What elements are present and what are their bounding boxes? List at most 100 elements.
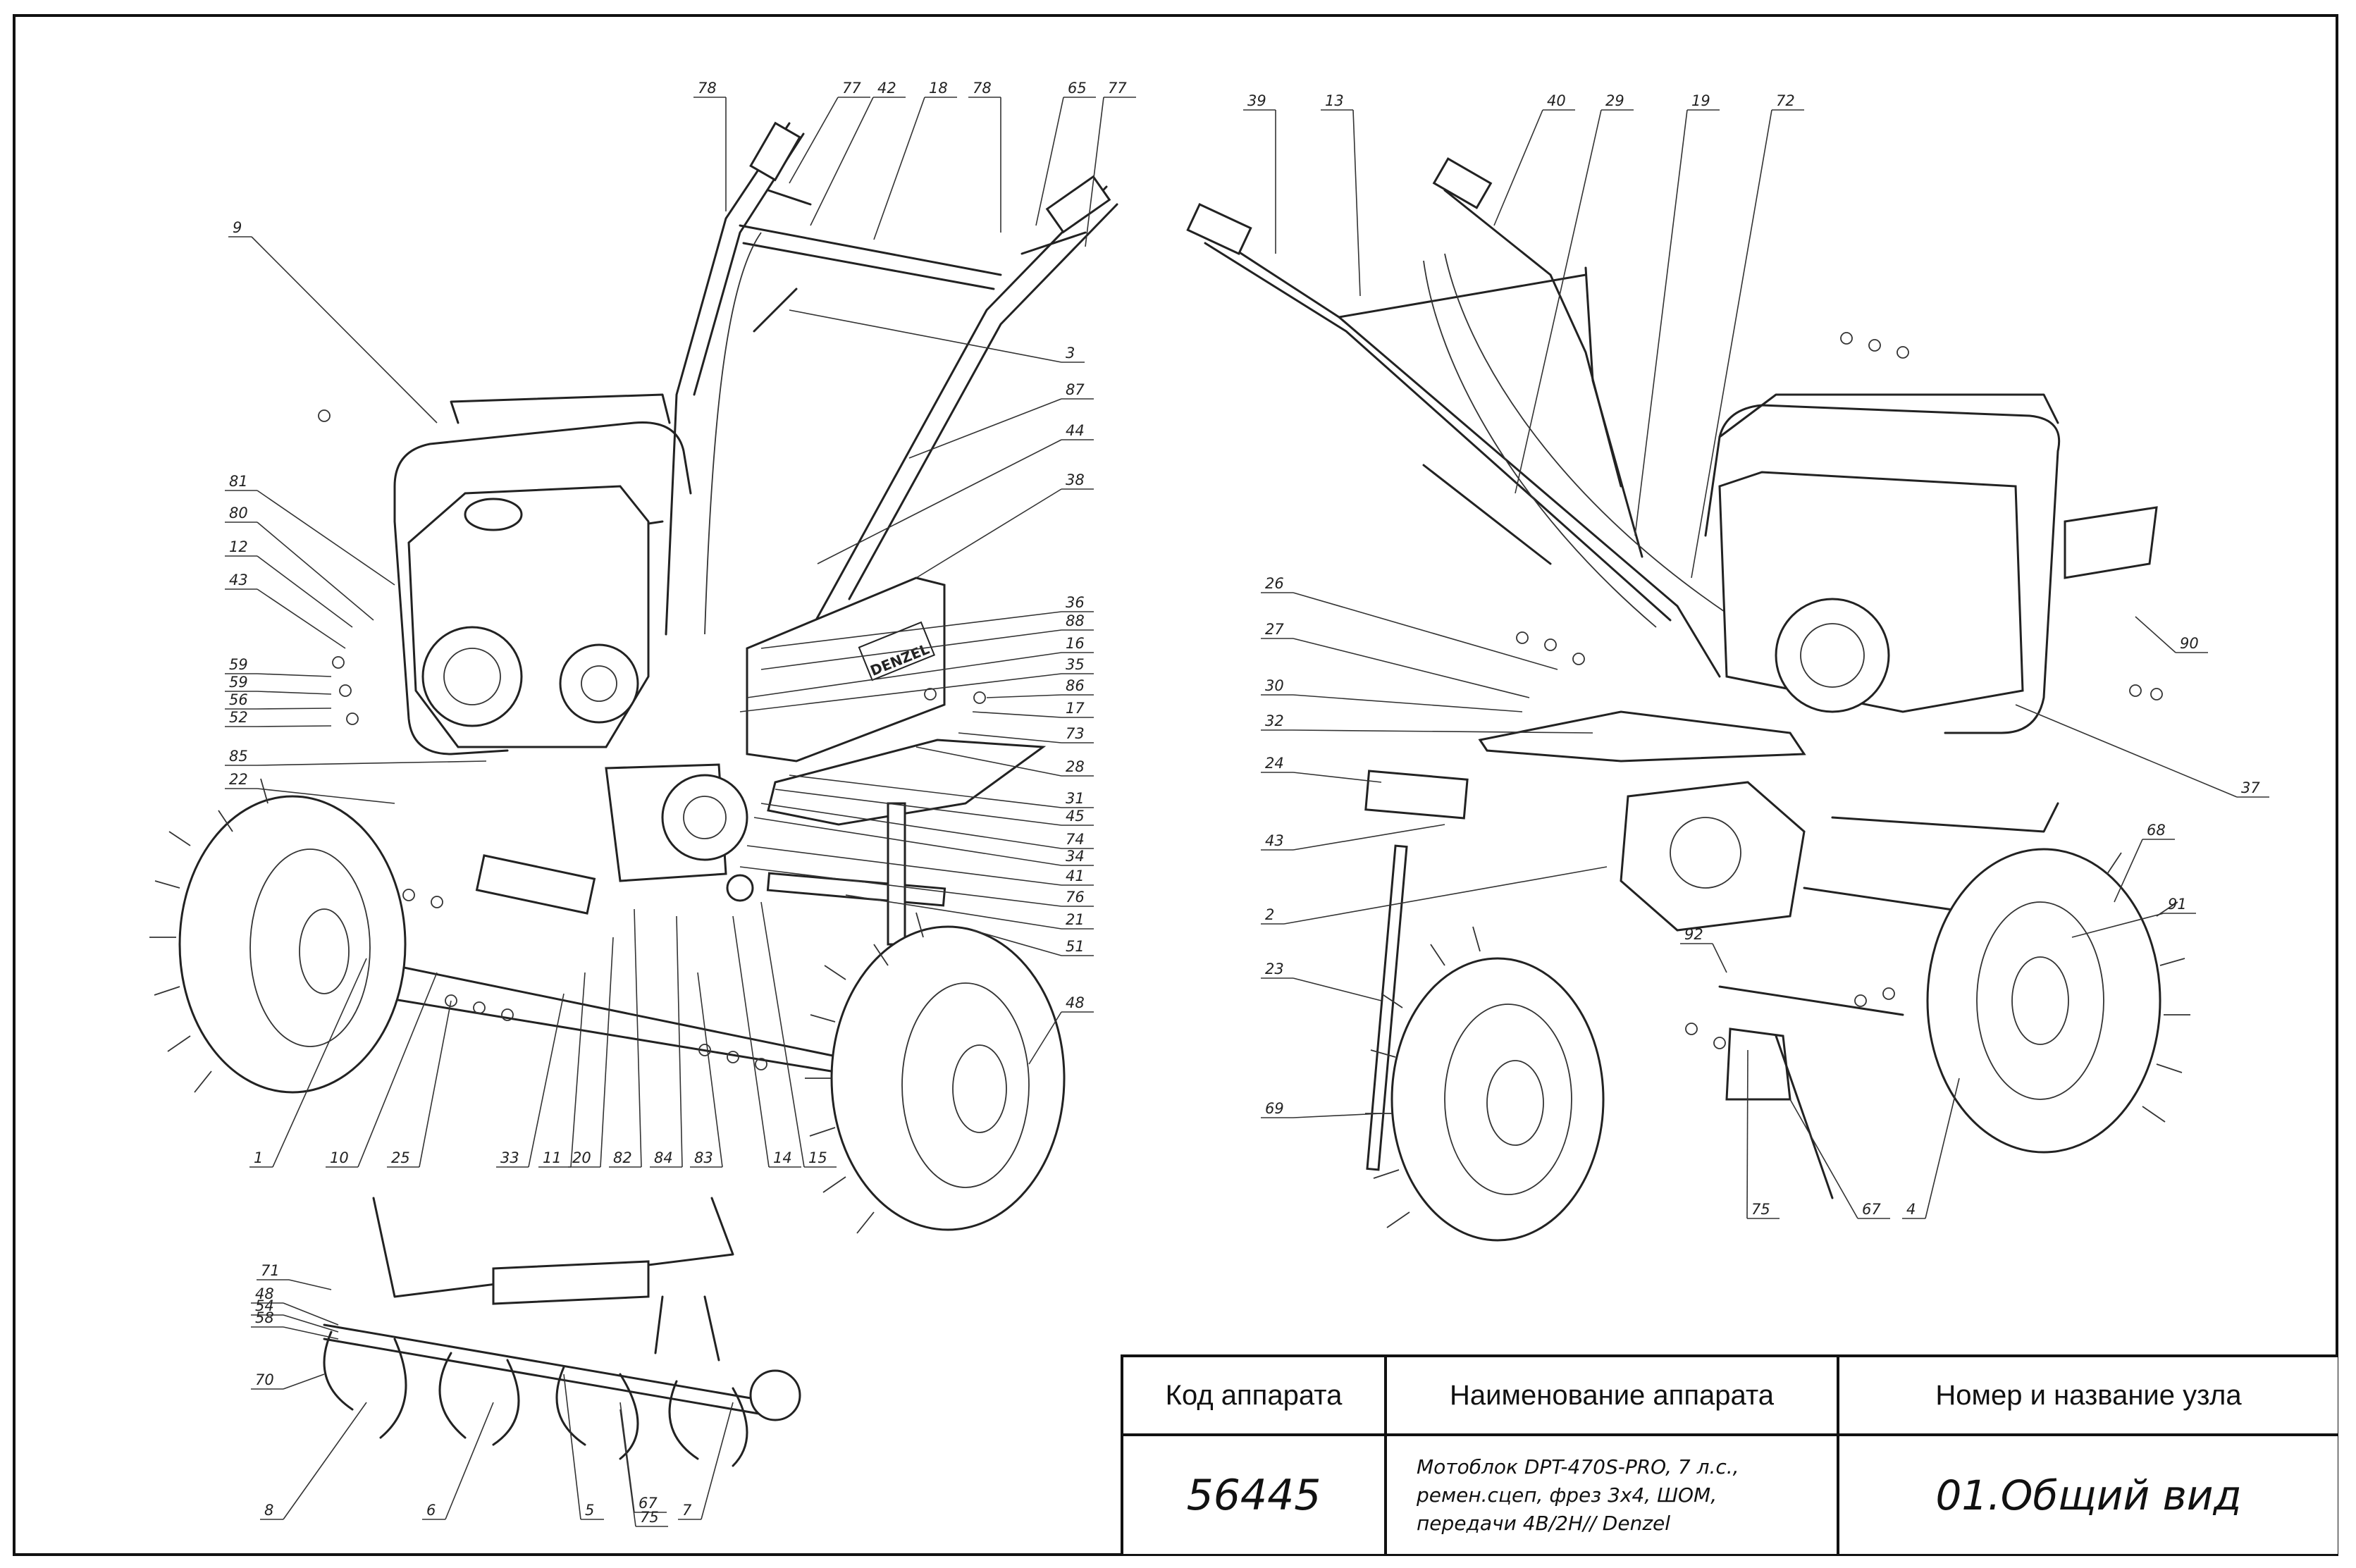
callout-31: 31 [789,774,1094,808]
right-wheel-rim-rear [1976,901,2104,1100]
callout-7: 7 [678,1402,734,1520]
callout-label: 36 [1066,594,1085,611]
callout-leader [972,930,1062,956]
callout-leader [789,774,1062,808]
callout-leader [1293,638,1530,698]
callout-leader [283,1326,339,1340]
callout-17: 17 [972,700,1094,718]
gearbox-rear [1620,781,1806,932]
callout-leader [817,439,1062,564]
callout-75a: 75 [1746,1049,1780,1219]
callout-leader [1515,109,1602,494]
callout-25: 25 [387,1000,452,1168]
callout-68: 68 [2114,822,2175,903]
tiller-rotor-inset [323,1197,801,1467]
left-wheel-rim-rear [1444,1004,1572,1195]
callout-leader [283,1314,339,1333]
callout-87: 87 [908,381,1094,459]
callout-label: 81 [229,473,248,490]
callout-leader [697,972,723,1168]
callout-leader [746,845,1062,886]
callout-leader [1293,824,1445,851]
callout-label: 77 [1108,80,1127,97]
callout-leader [760,901,805,1168]
callout-leader [257,588,346,649]
callout-leader [746,652,1062,698]
callout-leader [1293,977,1382,1001]
callout-40: 40 [1493,92,1575,226]
exploded-fasteners [318,409,986,1070]
callout-leader [739,673,1062,712]
title-block-divider [1837,1357,1839,1554]
callout-83: 83 [690,972,723,1168]
apparatus-name-line2: ремен.сцеп, фрез 3х4, ШОМ, [1417,1483,1717,1507]
fender-rear [1478,710,1806,763]
callout-2: 2 [1261,866,1608,925]
callout-label: 32 [1265,712,1284,729]
callout-leader [2071,913,2164,938]
callout-label: 13 [1325,92,1344,109]
callout-11: 11 [538,972,586,1168]
callout-leader [445,1402,494,1520]
callout-leader [283,1373,325,1390]
right-grip [1045,175,1111,234]
callout-leader [1035,97,1064,226]
callout-13: 13 [1321,92,1361,297]
recoil-starter-rear [1775,598,1890,713]
callout-label: 58 [255,1309,274,1326]
callout-3: 3 [789,309,1085,363]
callout-78: 78 [693,80,727,211]
callout-leader [570,972,586,1168]
callout-label: 44 [1066,422,1085,439]
callout-76: 76 [739,866,1094,907]
callout-leader [915,488,1062,579]
callout-label: 3 [1066,345,1075,362]
callout-label: 88 [1066,612,1085,629]
callout-label: 10 [330,1149,349,1166]
left-assembly-view: DENZEL [149,121,1118,1234]
callout-label: 54 [255,1297,274,1314]
callout-leader [283,1402,367,1520]
fender [767,739,1047,826]
callout-label: 80 [229,505,248,521]
callout-67a: 67 [1789,1099,1890,1219]
title-block-divider [1384,1357,1387,1554]
callout-91: 91 [2071,896,2196,938]
callout-label: 19 [1691,92,1710,109]
callout-leader [257,788,395,804]
callout-29: 29 [1515,92,1634,494]
callout-leader [1293,592,1558,670]
callout-leader [753,817,1062,866]
fuel-cap [464,498,523,531]
right-assembly-view [1186,157,2190,1242]
callout-label: 29 [1605,92,1624,109]
callout-27: 27 [1261,621,1530,698]
callout-label: 34 [1066,848,1085,865]
callout-8: 8 [260,1402,367,1520]
callout-4: 4 [1902,1078,1960,1219]
callout-42: 42 [810,80,906,226]
callout-69: 69 [1261,1100,1382,1118]
callout-18: 18 [873,80,957,240]
callout-label: 40 [1547,92,1566,109]
code-header: Код аппарата [1165,1379,1343,1411]
callout-leader [739,866,1062,907]
callout-6: 6 [422,1402,494,1520]
callout-leader [732,915,770,1168]
callout-label: 84 [654,1149,673,1166]
callout-leader [257,555,353,628]
callout-10: 10 [326,972,438,1168]
callout-label: 59 [229,674,248,691]
callout-label: 86 [1066,677,1085,694]
callout-label: 30 [1265,677,1284,694]
callout-leader [2135,616,2176,653]
callout-label: 45 [1066,808,1085,825]
callout-label: 28 [1066,758,1085,775]
engine-pulley [559,643,639,724]
callout-label: 37 [2241,779,2260,796]
callout-73: 73 [958,725,1094,743]
callout-77b: 77 [1085,80,1136,247]
callout-label: 33 [500,1149,519,1166]
callout-label: 41 [1066,868,1085,884]
